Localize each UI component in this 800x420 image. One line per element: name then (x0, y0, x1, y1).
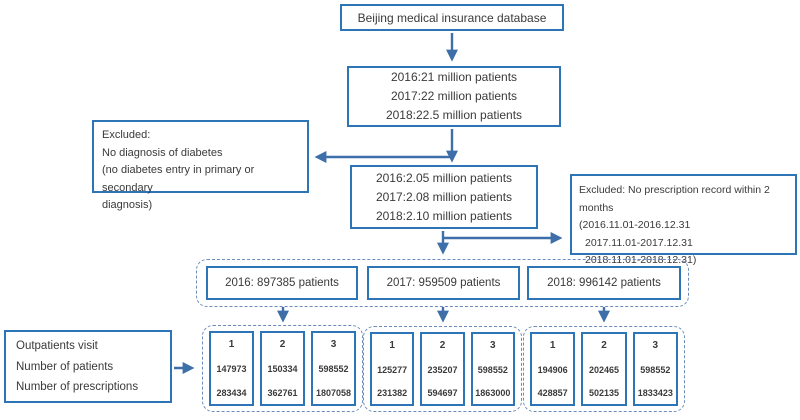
excluded-right-line-4: 2018.11.01-2018.12.31) (585, 254, 697, 266)
excluded-right-line-1: Excluded: No prescription record within … (579, 184, 770, 214)
excluded-left-line-1: Excluded: (102, 129, 151, 141)
visit-count: 1 (228, 339, 235, 350)
diabetes-patients-box: 2016:2.05 million patients 2017:2.08 mil… (350, 165, 538, 229)
group-2017-col-2: 2 235207 594697 (420, 332, 465, 406)
year-totals-container (196, 259, 689, 307)
patients-count: 598552 (318, 364, 349, 374)
visit-count: 3 (330, 339, 337, 350)
visit-count: 1 (549, 340, 556, 351)
visit-count: 2 (439, 340, 446, 351)
diabetes-line-2016: 2016:2.05 million patients (375, 170, 513, 185)
prescriptions-count: 428857 (537, 388, 568, 398)
prescriptions-count: 1863000 (475, 388, 511, 398)
group-2018-container: 1 194906 428857 2 202465 502135 3 598552… (523, 326, 685, 412)
visit-count: 3 (652, 340, 659, 351)
excluded-right-line-2: (2016.11.01-2016.12.31 (579, 219, 691, 231)
year-2016-box: 2016: 897385 patients (206, 266, 358, 300)
group-2016-col-1: 1 147973 283434 (209, 331, 254, 406)
prescriptions-count: 1833423 (637, 388, 673, 398)
all-patients-line-2018: 2018:22.5 million patients (385, 108, 523, 122)
row-label-outpatients-visit: Outpatients visit (16, 340, 98, 352)
prescriptions-count: 283434 (216, 388, 247, 398)
database-label: Beijing medical insurance database (357, 10, 547, 25)
diabetes-line-2018: 2018:2.10 million patients (375, 208, 513, 223)
group-2018-col-2: 2 202465 502135 (581, 332, 627, 406)
patients-count: 235207 (427, 364, 458, 375)
diabetes-line-2017: 2017:2.08 million patients (375, 189, 513, 204)
excluded-no-prescription-box: Excluded: No prescription record within … (570, 174, 797, 266)
row-label-number-of-patients: Number of patients (16, 360, 114, 373)
visit-count: 2 (601, 340, 607, 351)
patients-count: 147973 (216, 364, 247, 374)
visit-count: 3 (490, 340, 496, 351)
year-2018-box: 2018: 996142 patients (527, 266, 681, 300)
visit-count: 2 (279, 339, 286, 350)
group-2017-container: 1 125277 231382 2 235207 594697 3 598552… (363, 326, 522, 412)
group-2016-col-3: 3 598552 1807058 (311, 331, 356, 406)
group-2018-col-1: 1 194906 428857 (530, 332, 576, 406)
excluded-right-line-3: 2017.11.01-2017.12.31 (585, 236, 693, 249)
patients-count: 125277 (377, 364, 408, 375)
all-patients-box: 2016:21 million patients 2017:22 million… (347, 66, 561, 127)
patients-count: 202465 (588, 364, 620, 375)
patients-count: 598552 (640, 364, 671, 375)
group-2018-col-3: 3 598552 1833423 (632, 332, 678, 406)
prescriptions-count: 1807058 (315, 388, 352, 398)
group-2017-col-1: 1 125277 231382 (370, 332, 415, 406)
prescriptions-count: 362761 (267, 388, 298, 398)
database-box: Beijing medical insurance database (340, 4, 564, 31)
year-2016-label: 2016: 897385 patients (225, 277, 339, 289)
all-patients-line-2016: 2016:21 million patients (390, 70, 518, 84)
patients-count: 598552 (477, 364, 508, 375)
excluded-left-line-2: No diagnosis of diabetes (102, 146, 223, 159)
group-2016-container: 1 147973 283434 2 150334 362761 3 598552… (202, 325, 363, 412)
prescriptions-count: 502135 (588, 388, 620, 398)
row-label-number-of-prescriptions: Number of prescriptions (16, 381, 139, 393)
excluded-left-line-4: diagnosis) (102, 199, 153, 211)
excluded-left-line-3: (no diabetes entry in primary or seconda… (102, 164, 255, 194)
prescriptions-count: 594697 (427, 388, 458, 398)
year-2018-label: 2018: 996142 patients (547, 277, 661, 289)
row-labels-box: Outpatients visit Number of patients Num… (4, 330, 172, 403)
group-2016-col-2: 2 150334 362761 (260, 331, 305, 406)
group-2017-col-3: 3 598552 1863000 (470, 332, 515, 406)
visit-count: 1 (389, 340, 395, 351)
patients-count: 150334 (267, 364, 298, 374)
year-2017-label: 2017: 959509 patients (386, 277, 501, 289)
prescriptions-count: 231382 (377, 388, 408, 398)
all-patients-line-2017: 2017:22 million patients (390, 89, 518, 103)
patients-count: 194906 (537, 364, 568, 375)
year-2017-box: 2017: 959509 patients (367, 266, 520, 300)
excluded-no-diabetes-box: Excluded: No diagnosis of diabetes (no d… (92, 120, 309, 211)
